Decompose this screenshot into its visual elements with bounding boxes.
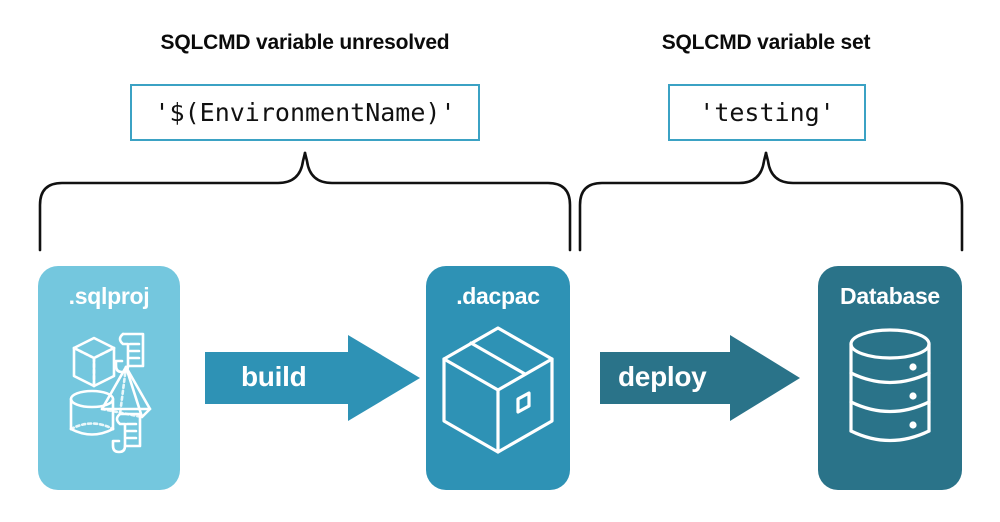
card-dacpac: .dacpac — [426, 266, 570, 490]
cube-icon — [72, 336, 116, 388]
card-sqlproj: .sqlproj — [38, 266, 180, 490]
pyramid-icon — [100, 365, 152, 419]
card-database-artwork — [849, 328, 931, 443]
card-sqlproj-label: .sqlproj — [68, 283, 150, 309]
package-box-icon — [442, 326, 554, 454]
scroll-icon — [111, 412, 142, 454]
card-dacpac-artwork — [442, 326, 554, 454]
cylinder-icon — [69, 389, 115, 436]
scroll-icon — [114, 332, 145, 374]
card-database: Database — [818, 266, 962, 490]
arrow-deploy-label: deploy — [618, 361, 707, 392]
arrow-build-label: build — [241, 361, 307, 392]
annotation-header-build: SQLCMD variable unresolved — [160, 31, 450, 54]
annotation-value-box-deploy: 'testing' — [668, 84, 866, 141]
brace-deploy — [578, 151, 964, 252]
annotation-header-deploy: SQLCMD variable set — [661, 31, 871, 54]
database-cylinder-icon — [849, 328, 931, 443]
card-sqlproj-artwork — [69, 332, 152, 454]
arrow-build: build — [205, 333, 420, 423]
arrow-deploy-shape — [600, 335, 800, 421]
annotation-value-box-build: '$(EnvironmentName)' — [130, 84, 480, 141]
arrow-deploy: deploy — [600, 333, 800, 423]
database-status-dots — [909, 363, 917, 429]
card-dacpac-label: .dacpac — [456, 283, 540, 309]
card-database-label: Database — [840, 283, 940, 309]
arrow-build-shape — [205, 335, 420, 421]
brace-build — [38, 151, 572, 252]
